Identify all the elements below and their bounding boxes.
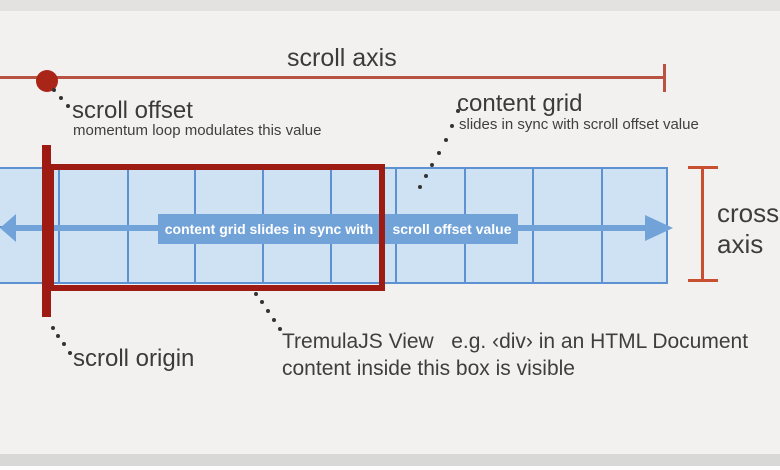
scroll-axis-label: scroll axis <box>287 44 397 72</box>
arrow-label-left: content grid slides in sync with <box>164 221 374 237</box>
cross-axis-label: cross axis <box>717 198 779 260</box>
content-grid-title: content grid <box>457 90 583 117</box>
arrow-right-icon <box>645 215 673 241</box>
scroll-offset-dot <box>36 70 58 92</box>
letterbox-bottom <box>0 454 780 466</box>
cross-axis-bracket-top <box>688 166 718 169</box>
cross-axis-line1: cross <box>717 198 780 228</box>
arrow-label-right: scroll offset value <box>392 221 512 237</box>
content-grid-subtitle: slides in sync with scroll offset value <box>459 116 699 133</box>
scroll-offset-subtitle: momentum loop modulates this value <box>73 122 322 139</box>
scroll-axis-line <box>0 76 666 79</box>
cross-axis-bracket <box>701 167 704 282</box>
letterbox-top <box>0 0 780 11</box>
scroll-offset-title: scroll offset <box>72 97 193 124</box>
view-caption-line1: TremulaJS View e.g. ‹div› in an HTML Doc… <box>282 330 749 353</box>
arrow-shaft-right <box>512 225 648 231</box>
tremulajs-view-rect <box>48 164 385 291</box>
cross-axis-bracket-bottom <box>688 279 718 282</box>
letterbox-bottom-white <box>0 466 780 470</box>
view-caption-line2: content inside this box is visible <box>282 357 575 380</box>
scroll-axis-end-tick <box>663 64 666 92</box>
scroll-origin-line <box>42 145 51 317</box>
arrow-label-box: content grid slides in sync with scroll … <box>158 214 518 244</box>
arrow-left-icon <box>0 214 16 242</box>
scroll-origin-title: scroll origin <box>73 345 195 372</box>
arrow-shaft-left <box>10 225 160 231</box>
cross-axis-line2: axis <box>717 229 764 259</box>
